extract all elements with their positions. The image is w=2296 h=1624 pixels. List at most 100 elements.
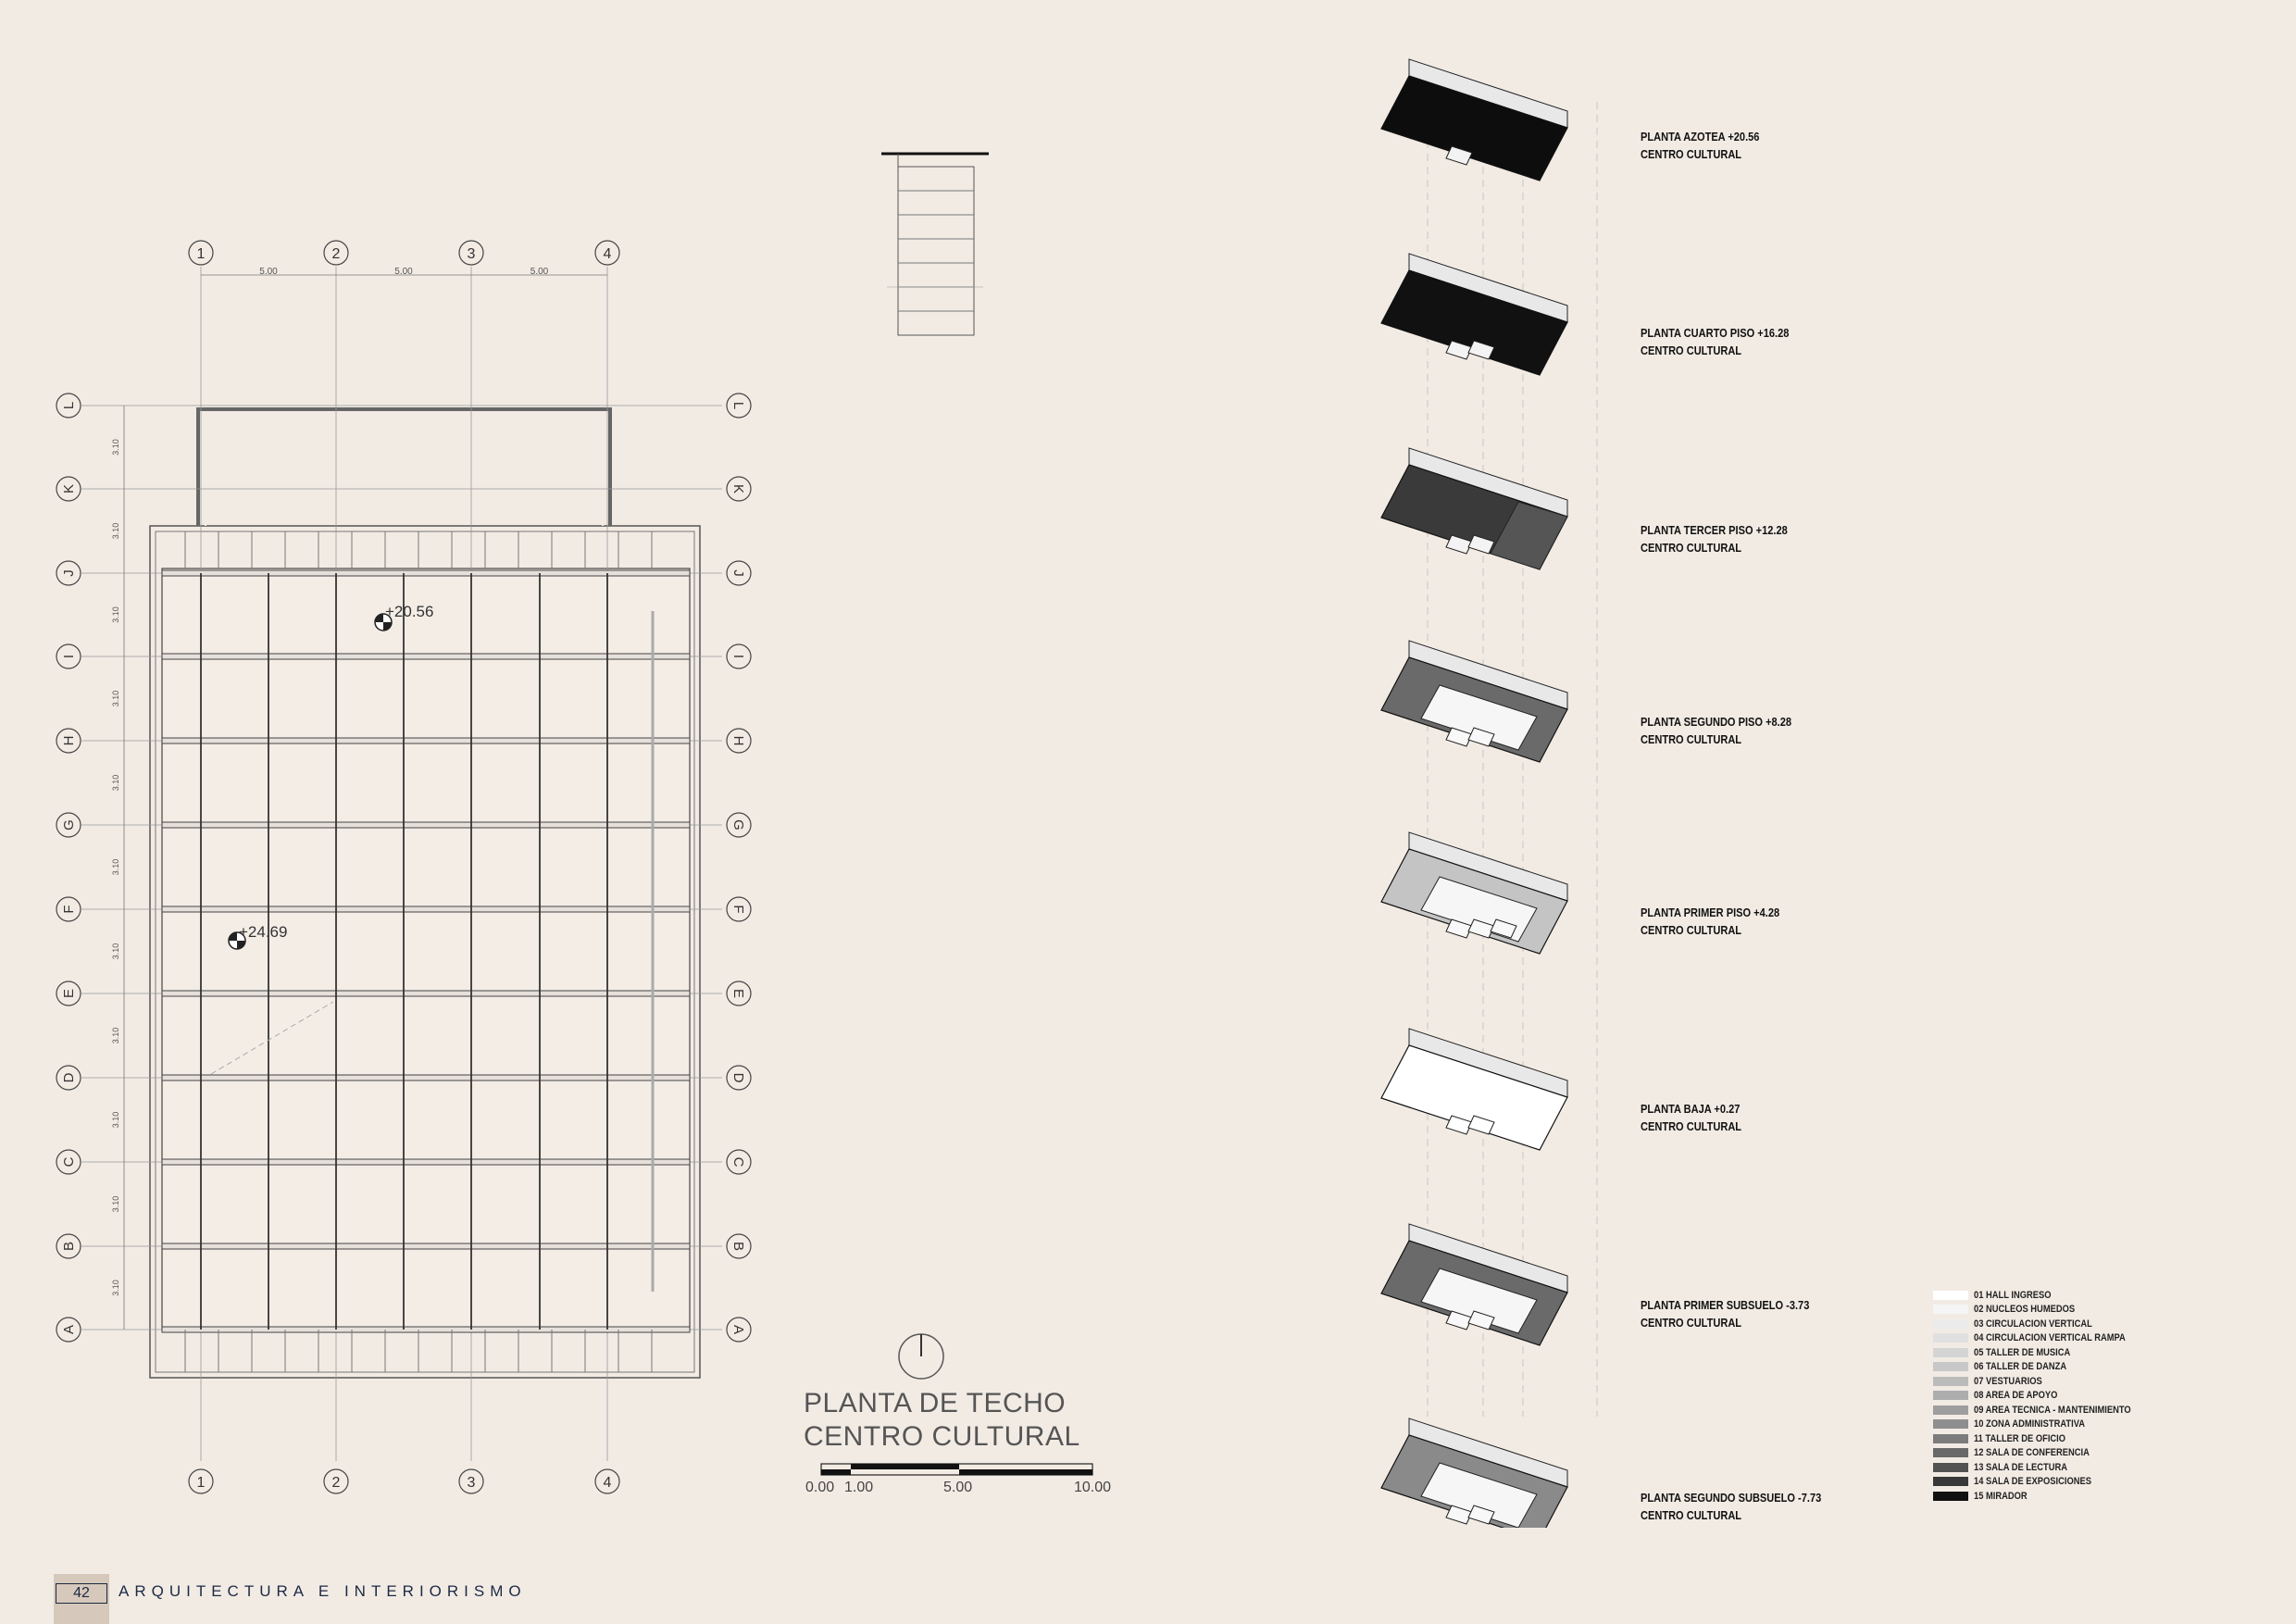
legend-swatch [1933,1333,1968,1343]
dimension-row-5: 3.10 [111,859,120,876]
axis-label-row-A: A [61,1325,77,1334]
legend-label: 01 HALL INGRESO [1974,1289,2052,1301]
axis-label-row-I: I [61,655,77,658]
legend-item: 07 VESTUARIOS [1933,1374,2159,1389]
beam-row-4 [161,906,691,913]
axis-label-col-4: 4 [604,1475,612,1491]
axis-bubble-row-C [56,1149,81,1175]
axis-bubble-row-E [726,981,752,1006]
axis-bubble-row-E [56,981,81,1006]
legend-item: 09 AREA TECNICA - MANTENIMIENTO [1933,1403,2159,1418]
legend-item: 05 TALLER DE MUSICA [1933,1345,2159,1360]
beam-row-6 [161,1074,691,1081]
legend-swatch [1933,1433,1968,1443]
axis-bubble-row-A [56,1317,81,1343]
dimension-row-10: 3.10 [111,1280,120,1296]
legend-item: 08 AREA DE APOYO [1933,1389,2159,1404]
axis-bubble-row-I [726,643,752,669]
legend-swatch [1933,1405,1968,1415]
dimension-row-6: 3.10 [111,943,120,960]
legend-swatch [1933,1318,1968,1329]
legend-item: 04 CIRCULACION VERTICAL RAMPA [1933,1331,2159,1346]
upper-outline-gap [205,416,604,526]
legend-swatch [1933,1376,1968,1386]
elevation-symbol-fill-0 [375,614,392,631]
legend-item: 11 TALLER DE OFICIO [1933,1431,2159,1446]
slab-core [1490,918,1517,939]
roof-field [161,568,691,1330]
axis-bubble-row-G [56,812,81,838]
axis-label-row-H: H [61,736,77,746]
dimension-row-4: 3.10 [111,775,120,792]
slab-core [1467,727,1495,747]
legend-swatch [1933,1419,1968,1430]
slab-core [1445,145,1473,166]
floor-label-name: PLANTA AZOTEA +20.56 [1641,130,1760,144]
floor-label-name: PLANTA BAJA +0.27 [1641,1102,1741,1116]
exploded-axonometric [1380,58,1598,1528]
axis-label-row-G: G [61,819,77,831]
floor-label-subtitle: CENTRO CULTURAL [1641,1119,1742,1133]
axis-bubble-row-K [56,476,81,502]
axis-label-row-K: K [61,484,77,493]
slab-hall [1420,1462,1538,1528]
legend-label: 05 TALLER DE MUSICA [1974,1346,2071,1358]
axis-bubble-row-F [56,896,81,922]
legend-label: 08 AREA DE APOYO [1974,1390,2058,1402]
axis-label-row-E: E [61,989,77,998]
legend-swatch [1933,1305,1968,1315]
slab-core [1467,534,1495,555]
axis-label-row-L: L [61,402,77,409]
legend-item: 13 SALA DE LECTURA [1933,1460,2159,1475]
elevation-mark-upper: +24.69 [239,923,288,941]
axis-bubble-row-H [726,728,752,754]
scale-bar [820,1463,1093,1476]
legend-label: 04 CIRCULACION VERTICAL RAMPA [1974,1332,2126,1344]
dimension-col-0: 5.00 [259,267,278,277]
axis-label-row-A: A [730,1325,746,1334]
legend-label: 13 SALA DE LECTURA [1974,1461,2067,1473]
axis-bubble-row-B [56,1233,81,1259]
scale-label-0: 0.00 [805,1480,835,1495]
legend-swatch [1933,1290,1968,1300]
legend-item: 01 HALL INGRESO [1933,1288,2159,1303]
slab-hall [1420,684,1538,751]
axis-label-row-H: H [730,736,746,746]
axis-bubble-col-3 [458,1468,484,1494]
elevation-symbol-fill-1 [229,932,245,949]
slope-line [210,1001,334,1075]
scale-label-1: 1.00 [844,1480,874,1495]
slab-core [1445,1115,1473,1135]
slab-core [1445,1505,1473,1525]
scale-label-5: 5.00 [943,1480,973,1495]
axis-bubble-row-G [726,812,752,838]
slab-core [1445,918,1473,939]
axis-bubble-row-I [56,643,81,669]
floor-label-subtitle: CENTRO CULTURAL [1641,923,1742,937]
axis-bubble-col-4 [594,240,620,266]
axis-label-row-B: B [730,1242,746,1251]
legend-label: 02 NUCLEOS HUMEDOS [1974,1304,2076,1316]
floor-label-name: PLANTA CUARTO PISO +16.28 [1641,326,1790,340]
slab-right-zone [1490,501,1568,570]
dimension-row-7: 3.10 [111,1028,120,1044]
axis-bubble-row-B [726,1233,752,1259]
dimension-row-1: 3.10 [111,523,120,540]
axis-bubble-row-H [56,728,81,754]
axis-label-col-2: 2 [332,246,341,262]
slab-top [1380,269,1568,376]
legend-item: 12 SALA DE CONFERENCIA [1933,1446,2159,1461]
axis-label-row-J: J [730,569,746,577]
legend-label: 11 TALLER DE OFICIO [1974,1432,2066,1444]
axis-bubble-row-L [726,393,752,418]
slab-core [1467,1505,1495,1525]
slab-core [1445,340,1473,360]
floor-label-name: PLANTA PRIMER PISO +4.28 [1641,906,1780,919]
legend-swatch [1933,1362,1968,1372]
axis-label-row-C: C [61,1156,77,1167]
axis-label-col-2: 2 [332,1475,341,1491]
